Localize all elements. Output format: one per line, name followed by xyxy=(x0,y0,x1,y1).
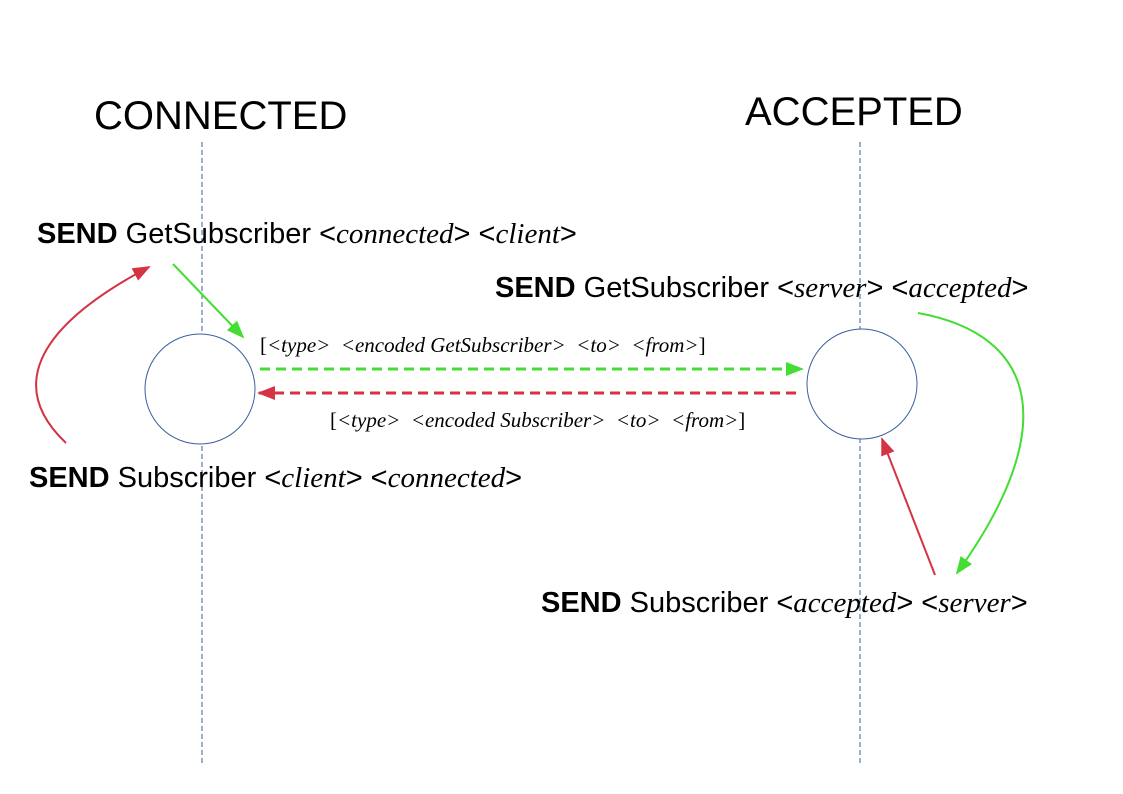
message-name: GetSubscriber xyxy=(126,218,312,250)
message-right-bottom: SEND Subscriber <accepted> <server> xyxy=(541,587,1028,619)
message-arg: client xyxy=(281,462,346,494)
message-arg: client xyxy=(495,218,560,250)
send-keyword: SEND xyxy=(495,272,576,304)
message-arg: connected xyxy=(336,218,454,250)
state-title-connected: CONNECTED xyxy=(94,94,347,138)
message-arg: accepted xyxy=(908,272,1012,304)
bracket-open: [ xyxy=(260,333,267,357)
arrow-right-subscriber-reply xyxy=(881,437,936,576)
lt: < xyxy=(319,218,336,250)
bracket-close: ] xyxy=(738,408,745,432)
envelope-body: <type> <encoded Subscriber> <to> <from> xyxy=(337,408,738,432)
envelope-body: <type> <encoded GetSubscriber> <to> <fro… xyxy=(267,333,699,357)
lt: < xyxy=(777,272,794,304)
lt: < xyxy=(776,587,793,619)
gt: > xyxy=(505,462,522,494)
message-name: Subscriber xyxy=(118,462,257,494)
message-arg: server xyxy=(938,587,1011,619)
envelope-label-forward: [<type> <encoded GetSubscriber> <to> <fr… xyxy=(260,333,706,357)
gt: > xyxy=(560,218,577,250)
message-arg: accepted xyxy=(793,587,897,619)
lt: < xyxy=(363,462,388,494)
bracket-open: [ xyxy=(330,408,337,432)
send-keyword: SEND xyxy=(541,587,622,619)
message-right-top: SEND GetSubscriber <server> <accepted> xyxy=(495,272,1028,304)
message-arg: connected xyxy=(388,462,506,494)
message-name: Subscriber xyxy=(630,587,769,619)
message-name: GetSubscriber xyxy=(584,272,770,304)
gt: > xyxy=(1011,587,1028,619)
state-title-accepted: ACCEPTED xyxy=(745,90,963,134)
message-left-top: SEND GetSubscriber <connected> <client> xyxy=(37,218,577,250)
gt: > xyxy=(454,218,471,250)
gt: > xyxy=(1011,272,1028,304)
arrow-left-receive-subscriber xyxy=(35,266,151,444)
send-keyword: SEND xyxy=(37,218,118,250)
gt: > xyxy=(346,462,363,494)
message-left-bottom: SEND Subscriber <client> <connected> xyxy=(29,462,522,494)
send-keyword: SEND xyxy=(29,462,110,494)
lt: < xyxy=(883,272,908,304)
state-node-accepted xyxy=(806,328,918,440)
bracket-close: ] xyxy=(699,333,706,357)
arrow-right-send-to-handler xyxy=(917,312,1025,575)
gt: > xyxy=(896,587,913,619)
state-node-connected xyxy=(144,333,256,445)
gt: > xyxy=(866,272,883,304)
envelope-label-backward: [<type> <encoded Subscriber> <to> <from>… xyxy=(330,408,745,432)
arrow-left-send-getsubscriber xyxy=(172,263,245,339)
lt: < xyxy=(913,587,938,619)
message-arg: server xyxy=(794,272,867,304)
lt: < xyxy=(264,462,281,494)
lt: < xyxy=(470,218,495,250)
